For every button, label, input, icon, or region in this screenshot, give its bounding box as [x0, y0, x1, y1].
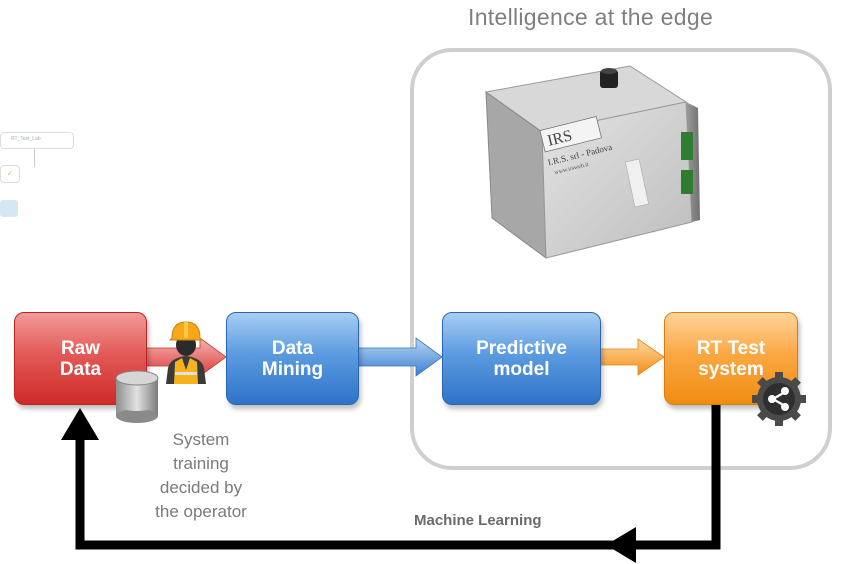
arrow-mining-to-model [357, 337, 443, 377]
operator-caption: System training decided by the operator [155, 430, 247, 521]
share-gear-icon [752, 372, 806, 426]
faded-check-icon: ✓ [0, 165, 20, 183]
arrow-model-to-rt [599, 338, 665, 376]
device-brand: IRS [546, 127, 574, 150]
data-mining-box: Data Mining [226, 312, 359, 405]
edge-device-image: IRS I.R.S. srl - Padova www.irsweb.it [484, 65, 700, 260]
edge-title: Intelligence at the edge [468, 4, 714, 30]
loop-arrowhead-left [606, 527, 636, 563]
faded-workflow: RT_Test_Lab ✓ [0, 120, 90, 230]
machine-learning-label: Machine Learning [414, 512, 542, 529]
machine-learning-loop [75, 404, 721, 550]
construction-worker-icon [166, 321, 206, 384]
edge-frame [410, 48, 832, 470]
faded-workflow-connector [34, 149, 35, 167]
database-icon [115, 370, 159, 423]
predictive-model-box: Predictive model [442, 312, 601, 405]
loop-arrowhead-up [61, 408, 99, 440]
faded-workflow-node: RT_Test_Lab [0, 132, 74, 149]
faded-workflow-pill [0, 200, 18, 217]
